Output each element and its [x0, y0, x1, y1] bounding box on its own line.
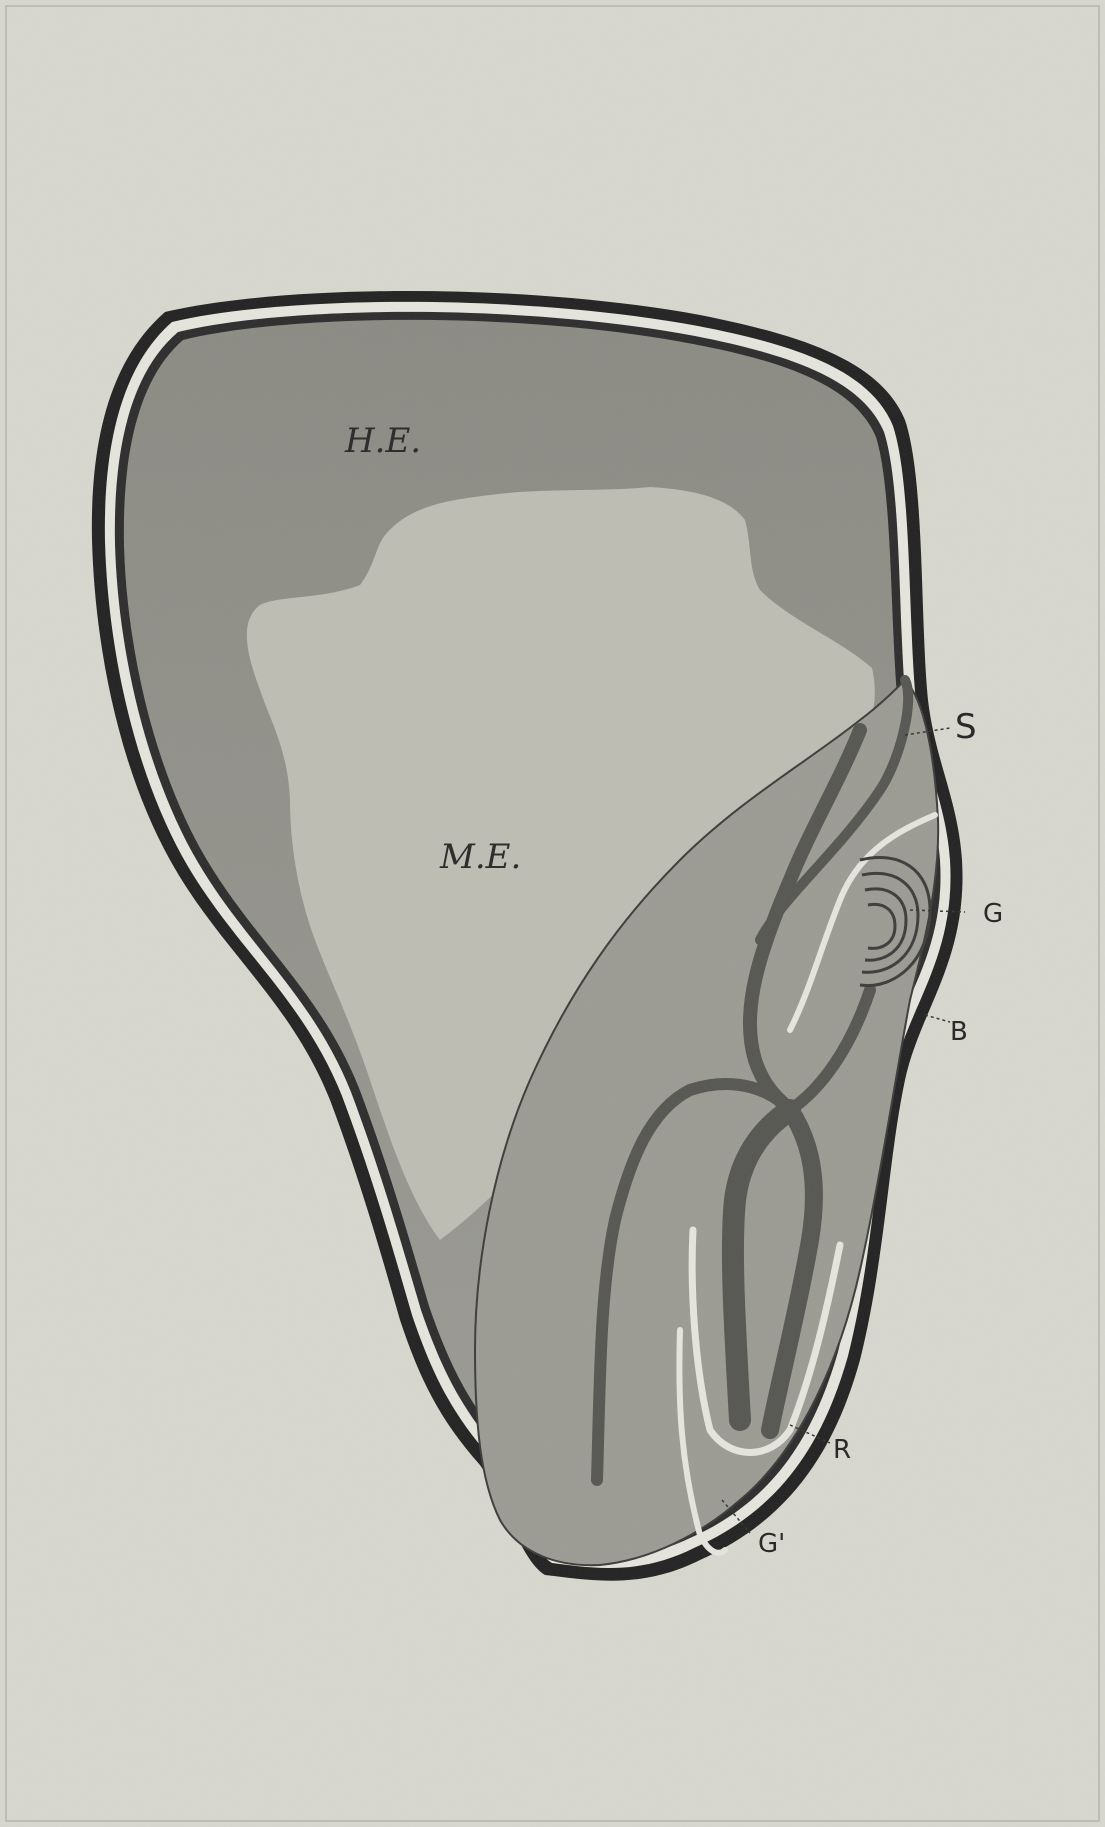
- label-mealy-endosperm: M.E.: [439, 837, 521, 877]
- label-r: R: [833, 1435, 851, 1465]
- label-s: S: [955, 707, 977, 747]
- label-b: B: [950, 1017, 968, 1047]
- label-hard-endosperm: H.E.: [344, 421, 421, 461]
- label-g-prime: G': [758, 1529, 785, 1559]
- label-g: G: [983, 899, 1003, 929]
